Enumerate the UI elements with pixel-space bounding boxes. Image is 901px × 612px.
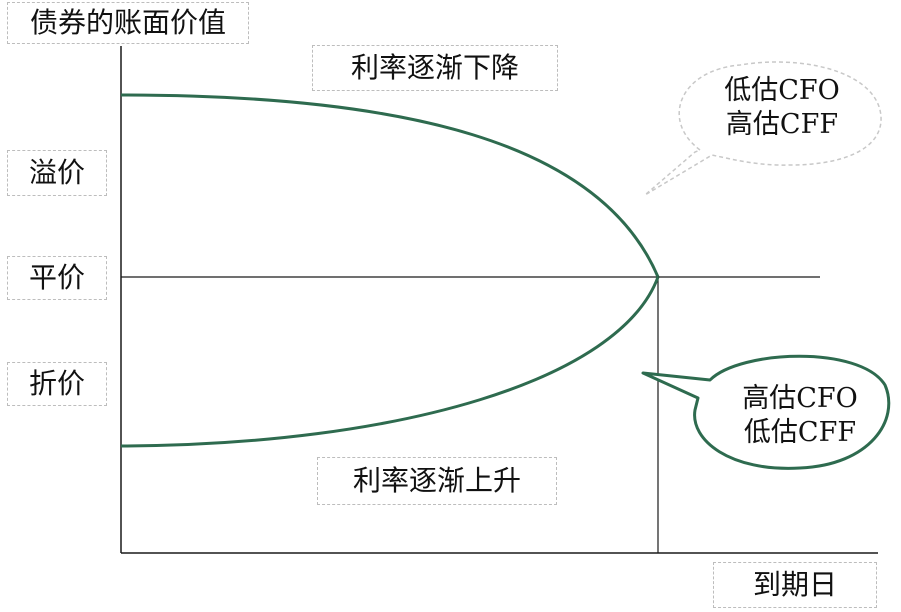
par-label: 平价 (7, 256, 107, 300)
upper-callout-line2: 高估CFF (725, 109, 839, 140)
lower-callout-text: 高估CFO 低估CFF (730, 382, 870, 450)
premium-label: 溢价 (7, 150, 107, 196)
discount-label: 折价 (7, 362, 107, 406)
y-axis-label: 债券的账面价值 (7, 2, 249, 44)
lower-callout-bubble (641, 354, 891, 470)
discount-curve (120, 276, 660, 448)
premium-curve (120, 93, 660, 278)
upper-callout-bubble (644, 61, 882, 196)
rate-falling-label: 利率逐渐下降 (312, 45, 558, 91)
lower-callout-line2: 低估CFF (743, 417, 857, 448)
upper-callout-text: 低估CFO 高估CFF (712, 74, 852, 142)
x-axis-label: 到期日 (713, 562, 877, 608)
upper-callout-line1: 低估CFO (724, 75, 840, 106)
lower-callout-line1: 高估CFO (742, 383, 858, 414)
rate-rising-label: 利率逐渐上升 (317, 457, 557, 505)
